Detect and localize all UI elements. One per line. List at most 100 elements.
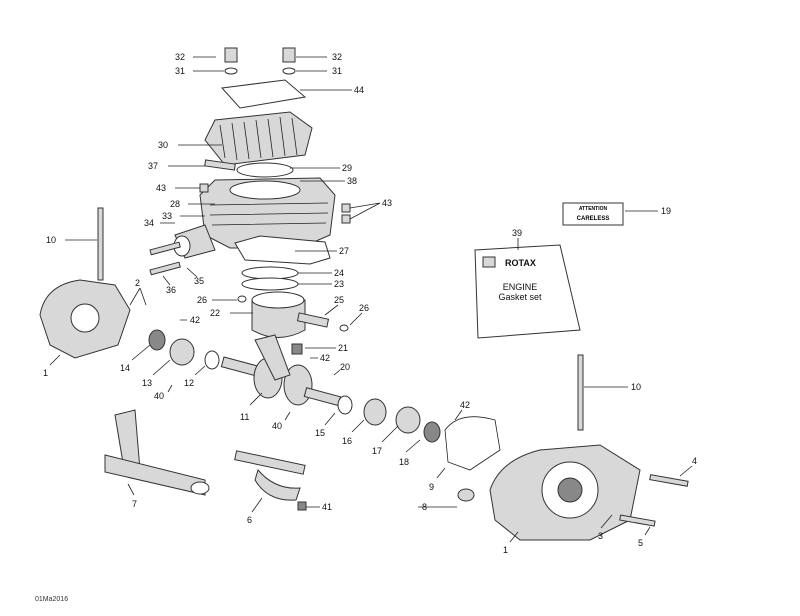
callout: 19 [661,206,671,216]
callout: 42 [320,353,330,363]
callout: 26 [359,303,369,313]
screw-5 [619,514,656,527]
callout: 30 [158,140,168,150]
ring-23 [241,277,299,291]
pin-37 [204,159,236,171]
callout: 1 [503,545,508,555]
cylinder-head-30 [204,111,313,166]
seal-14 [148,329,166,351]
callout: 18 [399,457,409,467]
circlip-26-left [237,295,247,303]
callout: 44 [354,85,364,95]
callout: 3 [598,531,603,541]
callout: 16 [342,436,352,446]
callout: 43 [156,183,166,193]
callout: 28 [170,199,180,209]
gasket-29 [236,162,294,178]
booklet-brand: ROTAX [505,258,536,268]
nut-32-right [282,47,296,63]
piston-pin-25 [296,312,330,328]
callout: 42 [460,400,470,410]
plug-43-right-b [341,214,351,224]
callout: 40 [154,391,164,401]
bearing-16 [363,398,387,426]
washer-31-right [282,67,296,75]
callout: 26 [197,295,207,305]
callout: 4 [692,456,697,466]
head-gasket-44 [220,79,307,109]
booklet-39: ROTAX ENGINE Gasket set [474,244,581,339]
kick-start-7 [104,409,210,496]
crankshaft-11 [220,334,342,407]
plug-43-left [199,183,209,193]
callout: 24 [334,268,344,278]
washer-31-left [224,67,238,75]
callout: 32 [332,52,342,62]
callout: 6 [247,515,252,525]
footer-code: 01Ma2016 [35,596,68,603]
plug-8 [457,488,475,502]
callout: 13 [142,378,152,388]
part-drawings: ROTAX ENGINE Gasket set ATTENTION CARELE… [39,47,689,541]
ring-24 [241,266,299,280]
callout: 42 [190,315,200,325]
callout: 35 [194,276,204,286]
callout: 31 [332,66,342,76]
sticker-line2: CARELESS [577,216,610,222]
cylinder-28 [199,177,336,249]
callout: 23 [334,279,344,289]
callout-labels: 32 32 31 31 44 30 37 29 38 43 43 28 33 3… [43,52,697,555]
bearing-13 [169,338,195,366]
callout: 34 [144,218,154,228]
callout: 14 [120,363,130,373]
stud-10-left [97,207,104,281]
leader-lines [49,56,693,543]
exhaust-manifold-33-34 [173,224,216,259]
circlip-26-right [339,324,349,332]
nut-32-left [224,47,238,63]
bearing-17 [395,406,421,434]
callout: 10 [631,382,641,392]
callout: 21 [338,343,348,353]
callout: 41 [322,502,332,512]
sticker-19: ATTENTION CARELESS [562,202,624,226]
bearing-21 [291,343,303,355]
callout: 39 [512,228,522,238]
callout: 43 [382,198,392,208]
base-gasket-27 [234,235,331,265]
callout: 37 [148,161,158,171]
callout: 25 [334,295,344,305]
callout: 11 [240,412,249,422]
callout: 12 [184,378,194,388]
callout: 36 [166,285,176,295]
booklet-subtitle: Gasket set [498,292,542,302]
crankcase-left-1 [39,279,131,359]
screws-35-36 [149,241,181,276]
rotary-valve-6 [234,450,306,501]
callout: 29 [342,163,352,173]
stud-10-right [577,354,584,431]
plug-41 [297,501,307,511]
callout: 22 [210,308,220,318]
callout: 9 [429,482,434,492]
sticker-line1: ATTENTION [579,206,608,212]
callout: 27 [339,246,349,256]
gasket-9 [444,416,501,471]
callout: 1 [43,368,48,378]
callout: 2 [135,278,140,288]
callout: 40 [272,421,282,431]
callout: 31 [175,66,185,76]
callout: 5 [638,538,643,548]
screw-4 [649,474,689,487]
callout: 7 [132,499,137,509]
ring-12 [204,350,220,370]
callout: 33 [162,211,172,221]
seal-18 [423,421,441,443]
callout: 15 [315,428,325,438]
plug-43-right-a [341,203,351,213]
callout: 20 [340,362,350,372]
callout: 10 [46,235,56,245]
piston-22 [251,291,306,338]
